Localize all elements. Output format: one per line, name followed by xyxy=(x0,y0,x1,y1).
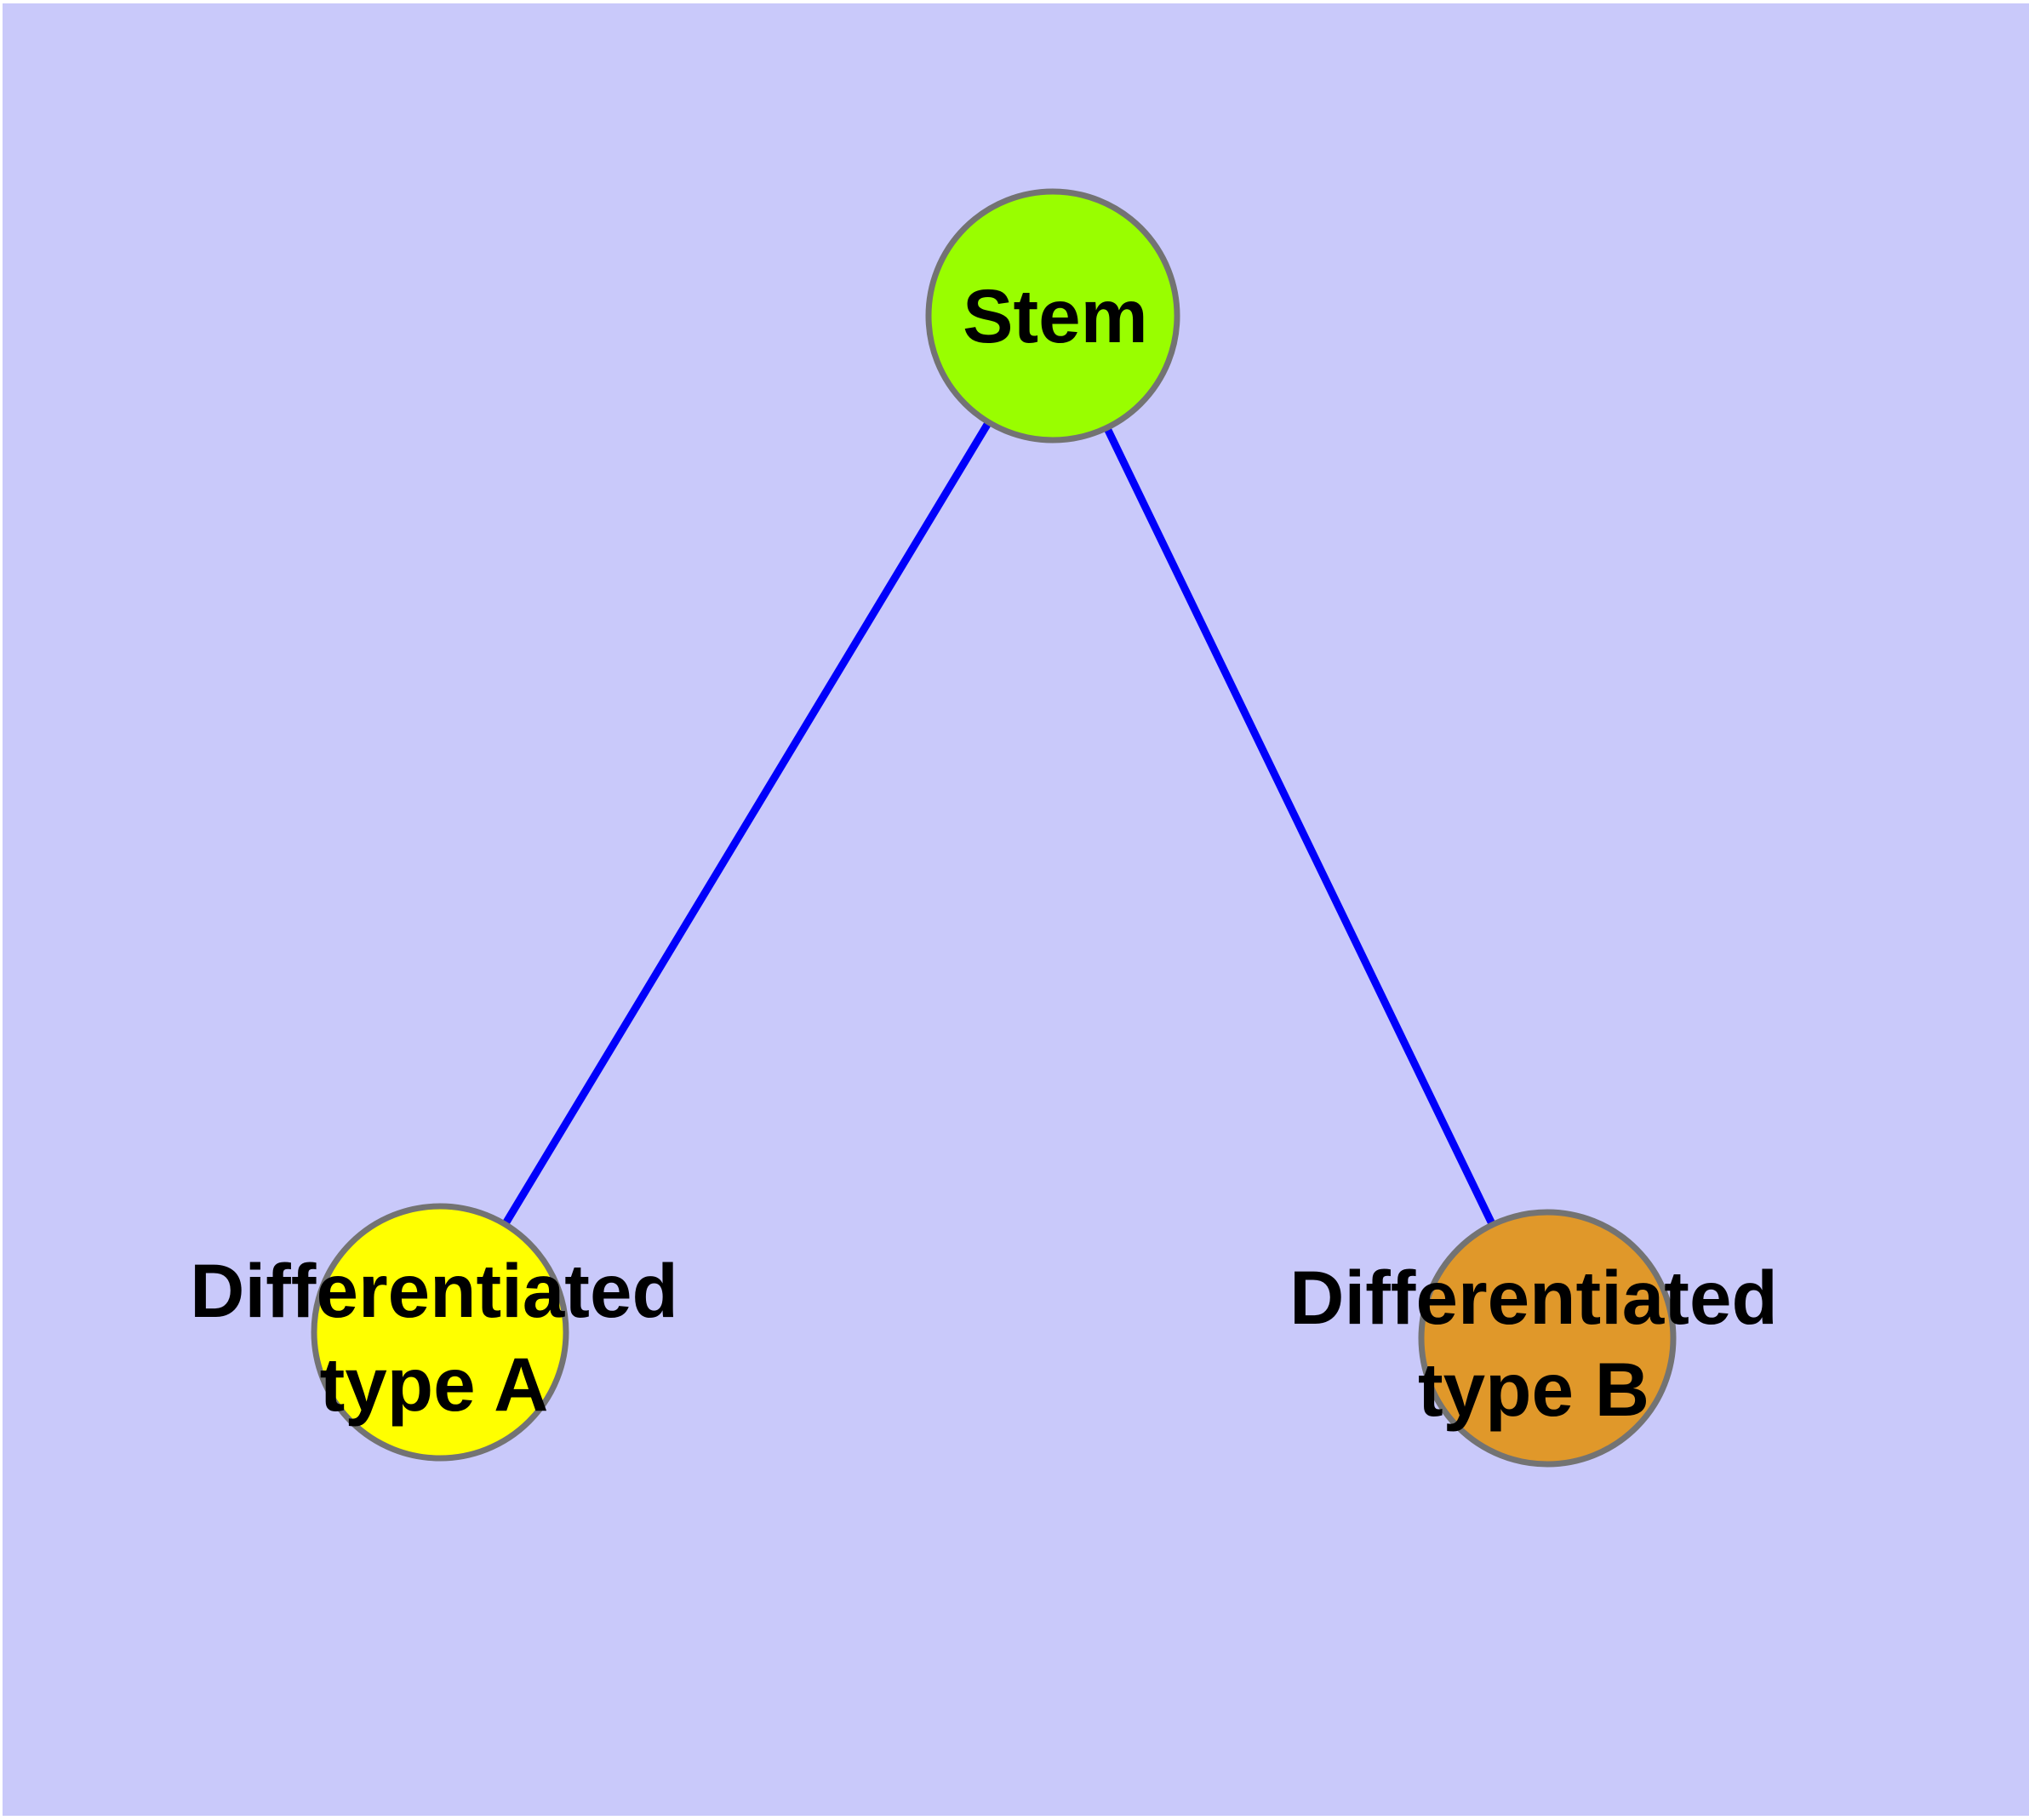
node-differentiated-type-b[interactable] xyxy=(1418,1209,1677,1468)
node-stem[interactable] xyxy=(925,188,1180,444)
edge-stem-to-typeB xyxy=(1049,314,1552,1340)
node-differentiated-type-a[interactable] xyxy=(311,1203,569,1462)
node-typeB-label-line1: Differentiated xyxy=(1289,1255,1778,1340)
node-typeB-label-line2: type B xyxy=(1418,1347,1649,1432)
node-typeA-label-line1: Differentiated xyxy=(190,1248,678,1333)
node-stem-label: Stem xyxy=(963,273,1148,358)
node-typeA-label-line2: type A xyxy=(320,1342,549,1427)
edge-stem-to-typeA xyxy=(437,313,1056,1335)
